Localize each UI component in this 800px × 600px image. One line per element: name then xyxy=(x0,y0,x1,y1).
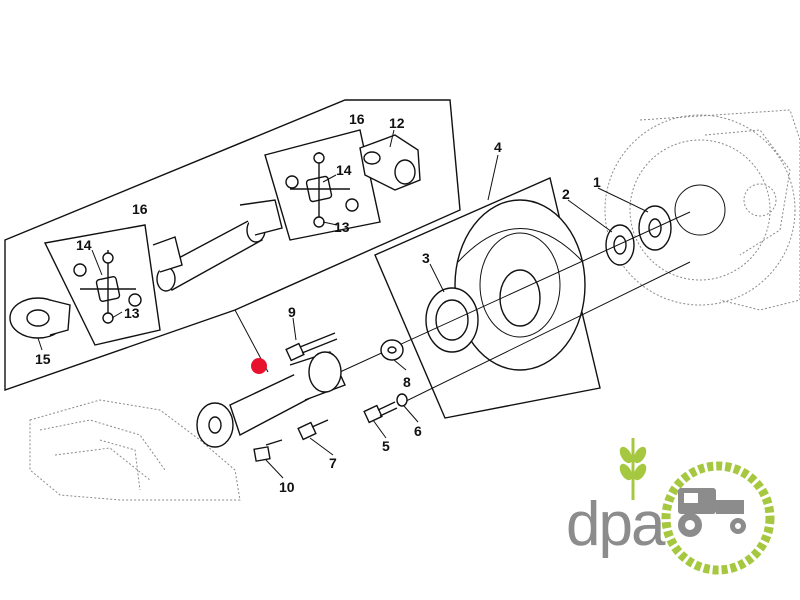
logo-text: dpa xyxy=(566,490,666,559)
part-ring xyxy=(605,224,635,266)
part-bolt-9 xyxy=(285,332,338,362)
gearbox-housing xyxy=(29,399,241,501)
callout-14-left: 14 xyxy=(76,237,92,253)
flywheel-detail-frame xyxy=(374,177,601,419)
callout-8: 8 xyxy=(403,374,411,390)
callout-3: 3 xyxy=(422,250,430,266)
wheat-icon xyxy=(619,438,647,500)
part-bolt-7 xyxy=(297,419,329,441)
part-washer-8 xyxy=(380,339,404,361)
callout-12: 12 xyxy=(389,115,405,131)
callout-5: 5 xyxy=(382,438,390,454)
callout-4: 4 xyxy=(494,139,502,155)
dpa-logo: dpa xyxy=(566,438,775,575)
part-seal xyxy=(425,287,479,353)
callout-2: 2 xyxy=(562,186,570,202)
callout-16-left: 16 xyxy=(132,201,148,217)
callout-6: 6 xyxy=(414,423,422,439)
cardan-shaft-detail-frame xyxy=(4,99,461,391)
part-washer-6 xyxy=(396,393,408,407)
callout-15: 15 xyxy=(35,351,51,367)
callout-14-right: 14 xyxy=(336,162,352,178)
drive-shaft xyxy=(152,199,283,292)
callout-13-right: 13 xyxy=(334,219,350,235)
callout-7: 7 xyxy=(329,455,337,471)
part-bolt-5 xyxy=(363,401,398,424)
cross-joint-kit-left xyxy=(73,250,142,324)
callout-9: 9 xyxy=(288,304,296,320)
selected-part-marker xyxy=(251,358,267,374)
cross-joint-kit-right xyxy=(285,152,359,228)
callout-16-top: 16 xyxy=(349,111,365,127)
callout-10: 10 xyxy=(279,479,295,495)
part-bolt-10 xyxy=(253,439,283,462)
engine-flywheel-housing xyxy=(604,109,800,311)
part-yoke-top xyxy=(359,134,421,191)
leader-lines xyxy=(37,129,649,479)
part-flange-yoke-left xyxy=(9,297,71,339)
callout-13-left: 13 xyxy=(124,305,140,321)
callout-labels: 1 2 3 4 5 6 7 8 9 10 12 13 13 14 14 15 1… xyxy=(35,111,601,495)
tractor-icon xyxy=(678,488,746,537)
callout-1: 1 xyxy=(593,174,601,190)
assembled-shaft xyxy=(196,351,346,448)
part-flywheel-drum xyxy=(454,199,586,371)
